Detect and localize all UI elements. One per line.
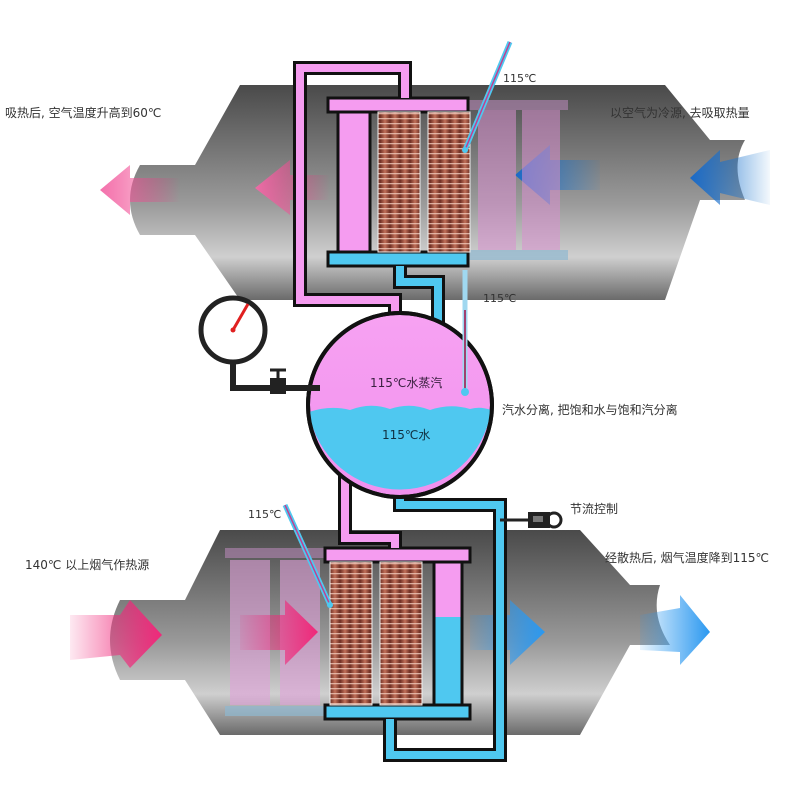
label-thermo-top: 115℃ [503, 72, 537, 85]
hot-air-mid-arrow [255, 160, 330, 215]
condensate-return-pipe [383, 266, 507, 762]
thermometer-icon [282, 503, 333, 608]
thermometer-icon [462, 41, 513, 153]
thermometer-icon [461, 270, 469, 396]
label-air-outlet-temp: 吸热后, 空气温度升高到60℃ [5, 106, 162, 120]
flue-gas-mid-arrow [240, 600, 318, 665]
label-flue-heat-source: 140℃ 以上烟气作热源 [25, 558, 150, 572]
pressure-gauge-icon [198, 295, 320, 391]
label-flue-outlet-temp: 经散热后, 烟气温度降到115℃ [605, 551, 770, 565]
hot-air-outlet-arrow [100, 165, 180, 215]
flue-gas-inlet-arrow [70, 600, 162, 668]
label-thermo-mid: 115℃ [483, 292, 517, 305]
steam-water-separator [306, 311, 494, 499]
label-air-cold-source: 以空气为冷源, 去吸取热量 [610, 106, 750, 120]
cooled-gas-mid-arrow [470, 600, 545, 665]
label-separator-note: 汽水分离, 把饱和水与饱和汽分离 [502, 403, 678, 417]
label-thermo-bottom: 115℃ [248, 508, 282, 521]
throttle-valve-icon [500, 511, 563, 529]
label-throttle-control: 节流控制 [570, 502, 619, 516]
label-tank-water: 115℃水 [382, 428, 431, 442]
label-tank-steam: 115℃水蒸汽 [370, 376, 443, 390]
condenser-bank [326, 96, 568, 268]
valve-icon [270, 368, 286, 394]
cooled-gas-outlet-arrow [640, 595, 710, 665]
cold-air-inlet-arrow [690, 150, 770, 205]
